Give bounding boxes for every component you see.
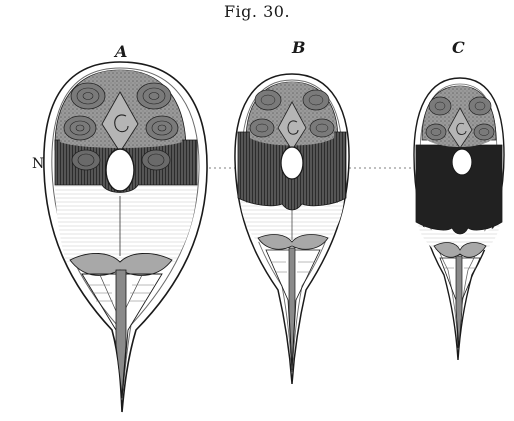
section-c — [414, 78, 504, 360]
section-a — [44, 62, 207, 412]
section-b — [235, 74, 349, 384]
